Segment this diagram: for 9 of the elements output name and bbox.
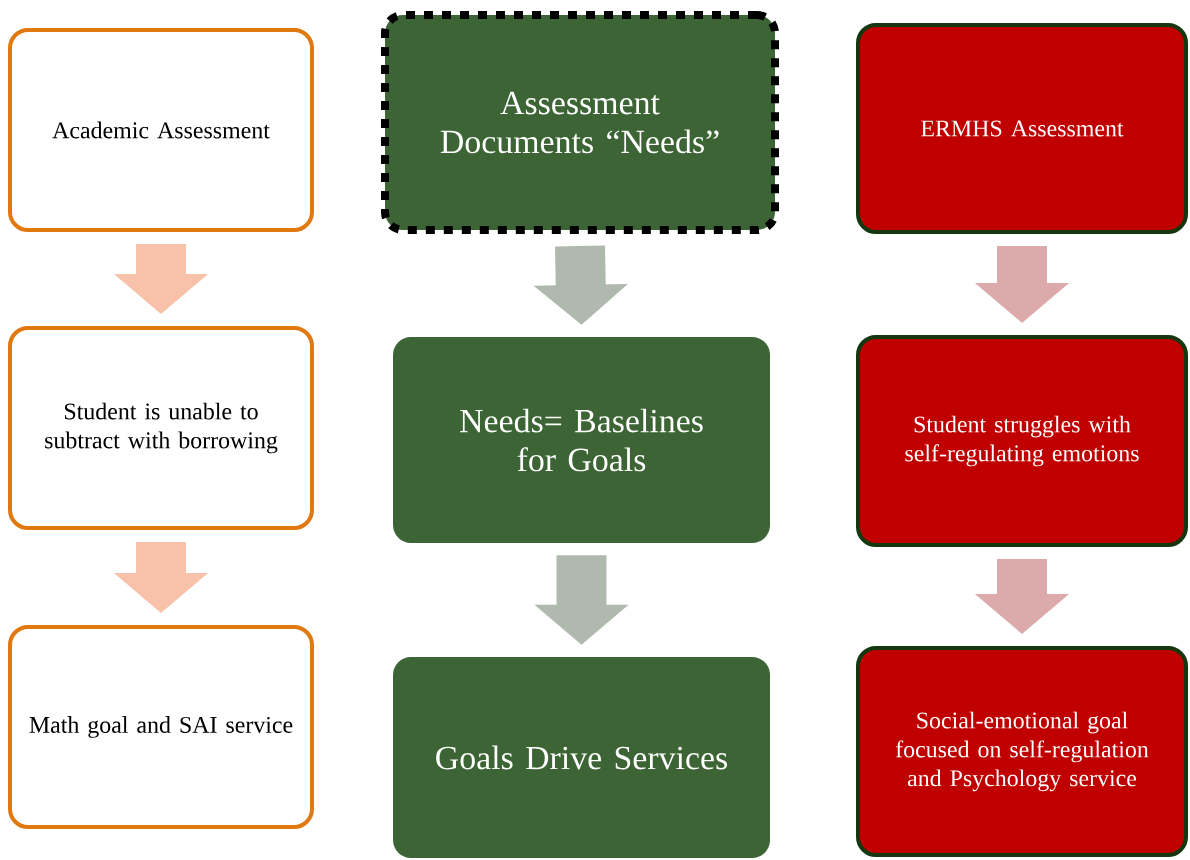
process-box: Needs= Baselines for Goals [393,337,770,543]
process-box: Social-emotional goal focused on self-regulation and Psychology service [856,646,1188,857]
process-box: Assessment Documents “Needs” [381,11,779,234]
process-box: Student is unable to subtract with borrowing [8,326,314,530]
process-box: ERMHS Assessment [856,23,1188,234]
process-box: Math goal and SAI service [8,625,314,829]
process-box: Goals Drive Services [393,657,770,858]
process-box: Academic Assessment [8,28,314,232]
process-box: Student struggles with self-regulating emotions [856,335,1188,547]
